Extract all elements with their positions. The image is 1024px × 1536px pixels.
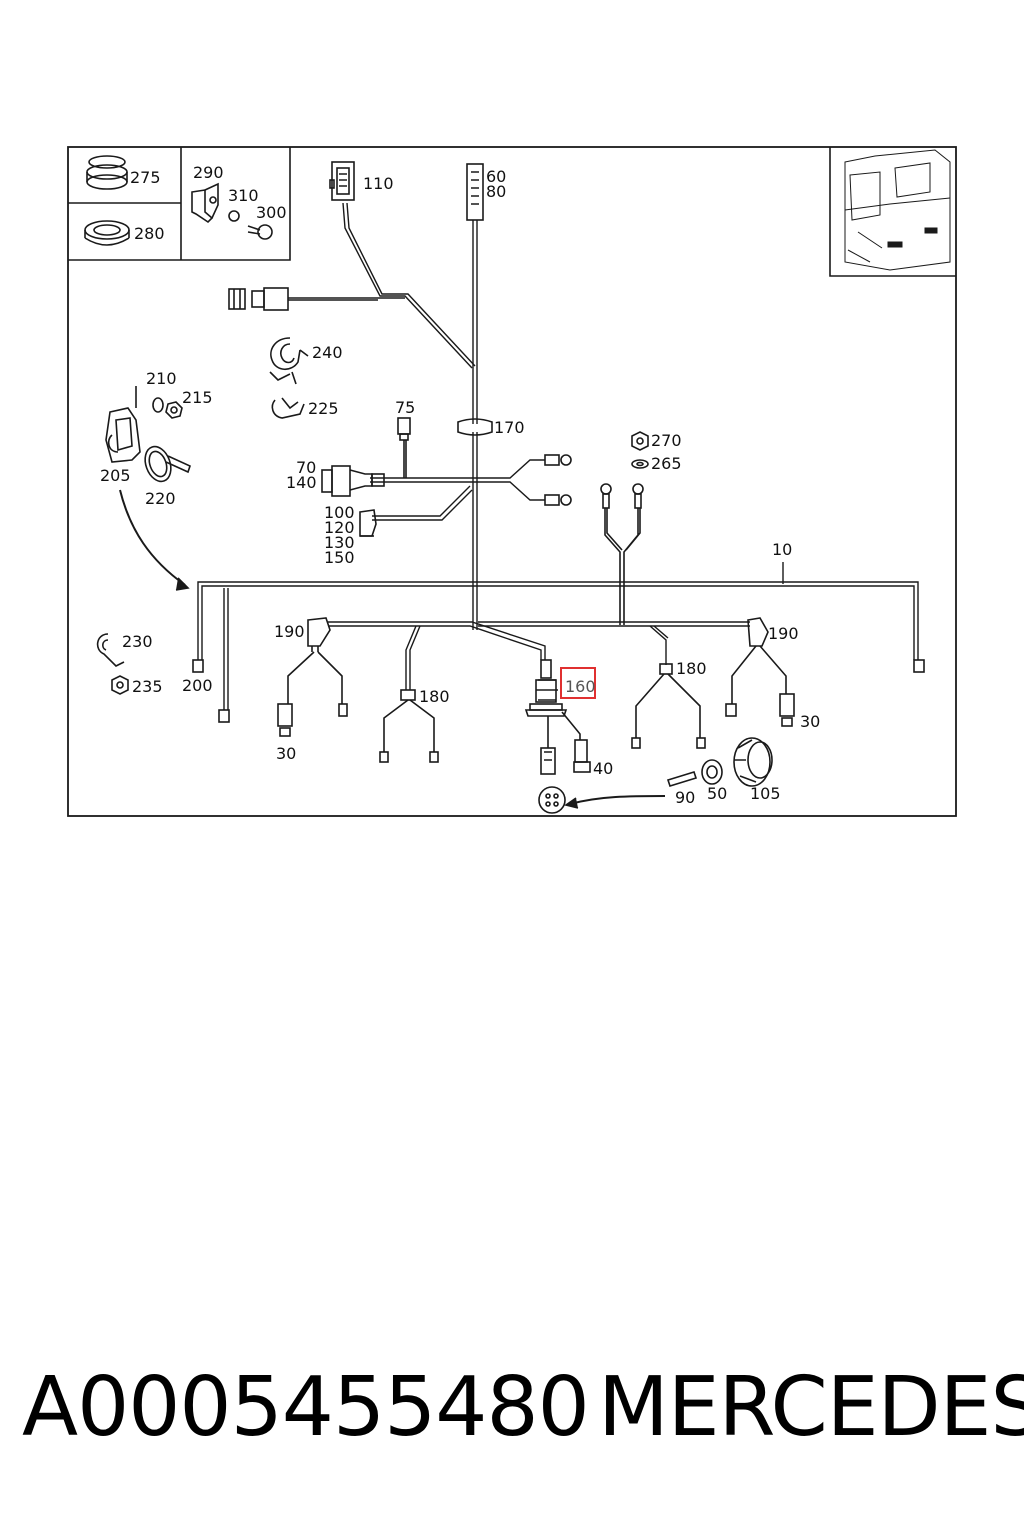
label-270: 270 [651,431,682,450]
label-160: 160 [565,677,596,696]
label-170: 170 [494,418,525,437]
ring-terminals-pair [600,483,644,625]
main-harness-10 [197,562,919,710]
footer: A0005455480 MERCEDES [0,1360,1024,1480]
washer-210-icon [152,397,164,413]
label-290: 290 [193,163,224,182]
label-120: 120 [324,518,355,537]
connector-180-left [379,689,439,763]
connector-180-right [631,663,706,749]
left-connector-icon [228,287,289,311]
housing-105-icon [733,737,773,787]
parts-inset-box [68,147,291,261]
harness-wires-top [288,202,478,424]
highlight-box-160 [560,667,596,699]
sensor-75-icon [397,417,411,478]
connector-60-80-icon [466,163,484,221]
label-60: 60 [486,167,506,186]
harness-wires-middle [370,432,545,630]
nut-270-icon [631,431,649,451]
label-275: 275 [130,168,161,187]
grommet-275-icon [86,155,128,190]
connector-160-icon [524,659,581,775]
connector-190-right [725,617,795,727]
label-130: 130 [324,533,355,552]
label-265: 265 [651,454,682,473]
round-connector-icon [538,786,566,814]
label-210: 210 [146,369,177,388]
label-280: 280 [134,224,165,243]
label-75: 75 [395,398,415,417]
label-180-right: 180 [676,659,707,678]
label-40: 40 [593,759,613,778]
brand-name: MERCEDES [598,1360,1024,1455]
label-180-left: 180 [419,687,450,706]
label-205: 205 [100,466,131,485]
label-150: 150 [324,548,355,567]
connector-right-end [913,659,925,673]
nut-215-icon [165,401,183,419]
label-300: 300 [256,203,287,222]
cable-tie-220-icon [144,445,191,483]
label-215: 215 [182,388,213,407]
label-100: 100 [324,503,355,522]
label-110: 110 [363,174,394,193]
label-50: 50 [707,784,727,803]
label-310: 310 [228,186,259,205]
label-240: 240 [312,343,343,362]
vehicle-sketch [844,149,951,271]
assembly-arrow-right [569,795,666,805]
label-10: 10 [772,540,792,559]
label-230: 230 [122,632,153,651]
label-235: 235 [132,677,163,696]
grommet-170-icon [457,418,493,436]
diagram-frame [67,146,957,817]
part-labels: 275 280 290 310 300 110 60 80 240 225 21… [100,163,820,807]
connector-40-icon [573,739,591,773]
connector-70-140-icon [321,465,385,497]
harness-190-line [328,621,750,690]
connector-110-icon [329,161,355,201]
label-105: 105 [750,784,781,803]
connector-200-icon [192,659,204,673]
vehicle-inset-box [829,147,956,277]
label-30-left: 30 [276,744,296,763]
connector-190-left [287,617,343,704]
ring-terminals-upper [544,454,572,506]
label-200: 200 [182,676,213,695]
nut-235-icon [111,675,129,695]
label-70: 70 [296,458,316,477]
label-30-right: 30 [800,712,820,731]
part-number: A0005455480 [22,1360,590,1455]
label-140: 140 [286,473,317,492]
label-225: 225 [308,399,339,418]
seal-50-icon [701,759,723,785]
label-190-right: 190 [768,624,799,643]
label-90: 90 [675,788,695,807]
connector-100-150-icon [359,509,377,537]
connector-30-left [277,703,293,727]
bracket-205-icon [105,386,141,463]
bracket-290-icon [191,182,219,224]
label-190-left: 190 [274,622,305,641]
pin-90-icon [666,771,698,787]
clip-240-icon [269,337,309,385]
washer-310-icon [228,210,240,222]
clip-230-icon [96,633,125,667]
grommet-280-icon [84,220,130,246]
assembly-arrow [119,489,186,586]
screw-300-icon [247,224,273,240]
label-80: 80 [486,182,506,201]
wiring-harness-diagram: 275 280 290 310 300 110 60 80 240 225 21… [67,146,957,817]
clip-225-icon [271,397,305,419]
connector-left-end [218,709,230,723]
label-220: 220 [145,489,176,508]
washer-265-icon [631,459,649,469]
